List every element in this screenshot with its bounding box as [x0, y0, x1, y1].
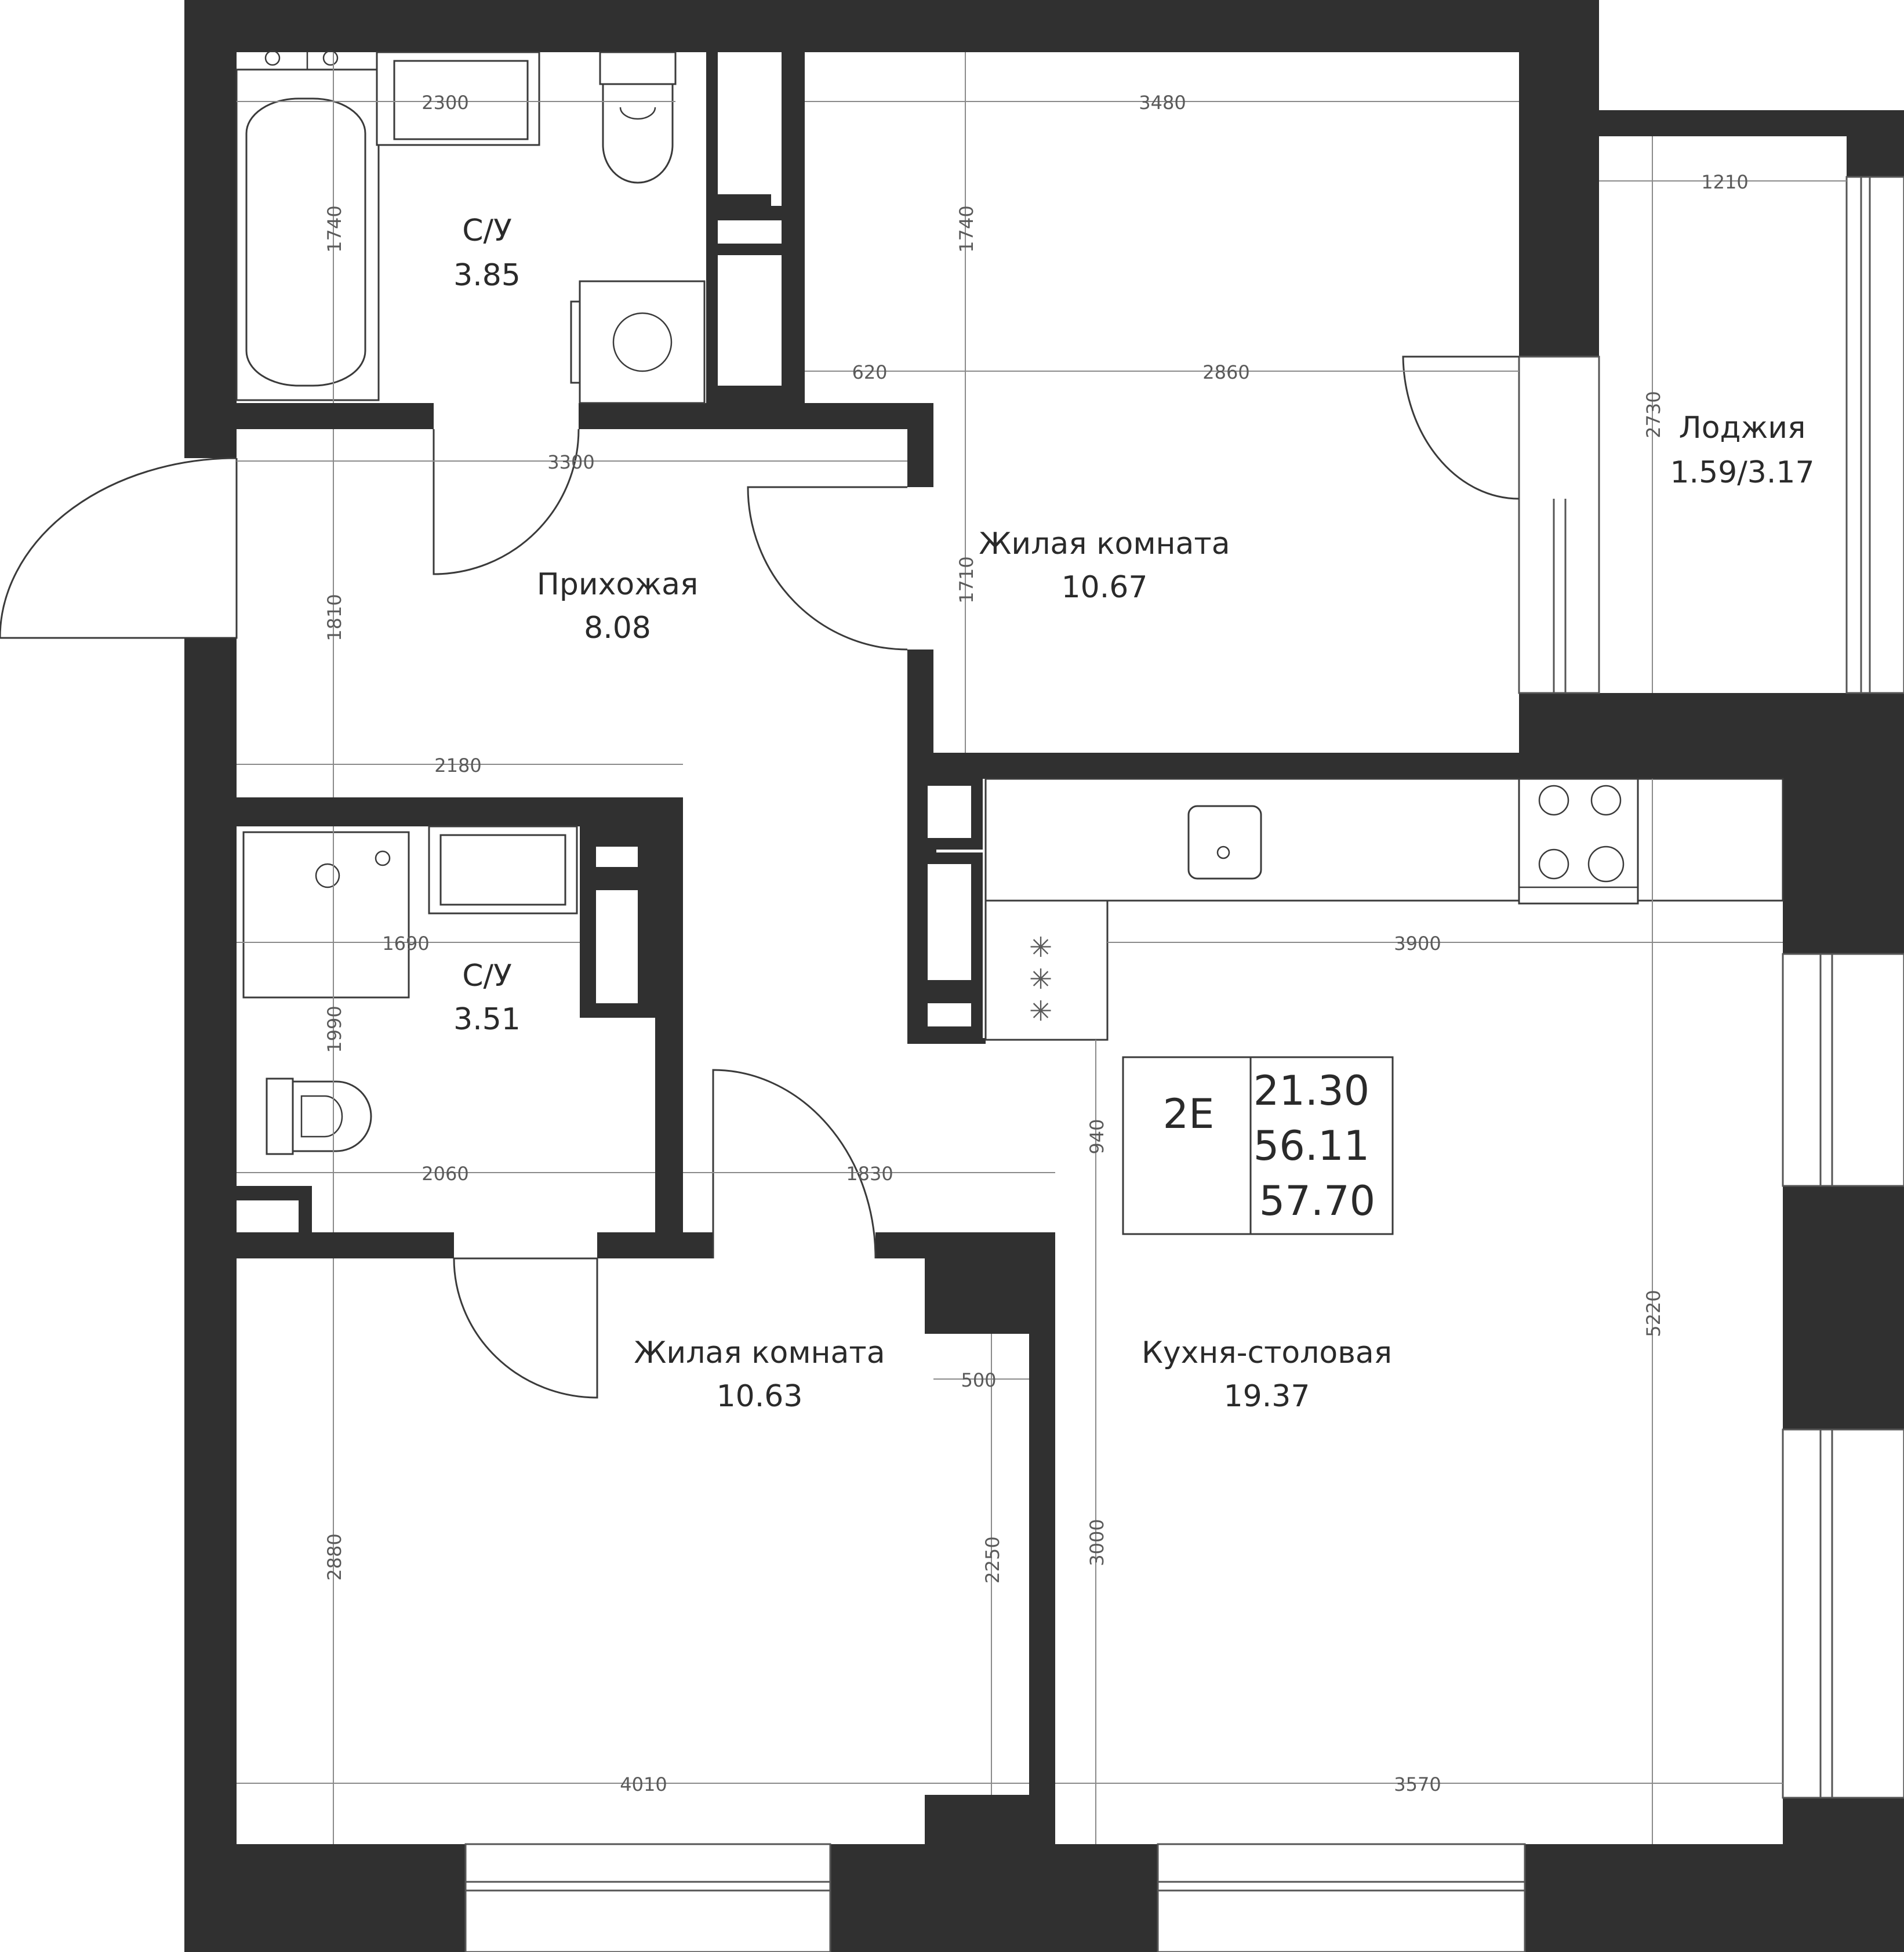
kitchen-name: Кухня-столовая	[1142, 1336, 1392, 1370]
living-bottom-name: Жилая комната	[634, 1336, 885, 1370]
shower-tray	[242, 831, 410, 999]
window-kitchen-right-2	[1782, 1428, 1904, 1799]
toilet-bottom	[266, 1077, 294, 1155]
dim-1990: 1990	[324, 1006, 346, 1053]
kitchen-counter	[984, 778, 1784, 902]
shafts	[584, 52, 983, 1038]
bath-bottom-name: С/У	[462, 959, 512, 993]
entrance-door	[0, 457, 238, 639]
dim-1740-bath: 1740	[324, 205, 346, 252]
bath-top-door	[433, 429, 580, 575]
dim-2730: 2730	[1643, 391, 1665, 438]
bedroom-top-door	[747, 486, 908, 651]
living-area-total: 21.30	[1253, 1067, 1369, 1115]
hall-area: 8.08	[584, 611, 651, 645]
dim-1810: 1810	[324, 594, 346, 641]
dim-1740-bedroom: 1740	[955, 205, 978, 252]
dimension-labels: 2300 1740 3480 1740 1210 620 2860 2730 3…	[324, 92, 1749, 1795]
dim-940: 940	[1086, 1119, 1108, 1154]
dim-2250: 2250	[982, 1536, 1004, 1583]
bath-top-area: 3.85	[453, 258, 521, 293]
window-kitchen-right-1	[1782, 953, 1904, 1187]
dimension-lines	[237, 52, 1847, 1844]
bath-bottom-area: 3.51	[453, 1002, 521, 1037]
hall-name: Прихожая	[537, 567, 698, 602]
balcony-door-swing	[1402, 355, 1520, 500]
bedroom-bottom-door	[712, 1069, 877, 1259]
living-top-area: 10.67	[1062, 570, 1148, 605]
dim-3000: 3000	[1086, 1519, 1108, 1566]
balcony-door	[1518, 355, 1600, 694]
dim-2060: 2060	[422, 1163, 468, 1185]
room-labels: С/У 3.85 Прихожая 8.08 Жилая комната 10.…	[453, 213, 1814, 1414]
loggia-name: Лоджия	[1679, 411, 1806, 445]
svg-text:✳: ✳	[1029, 931, 1052, 964]
dim-3570: 3570	[1394, 1773, 1441, 1795]
kitchen-area: 19.37	[1224, 1379, 1310, 1414]
window-bedroom-bottom	[464, 1843, 831, 1952]
dim-5220: 5220	[1643, 1290, 1665, 1337]
dim-1710: 1710	[955, 556, 978, 603]
dim-1830: 1830	[846, 1163, 893, 1185]
dim-4010: 4010	[620, 1773, 667, 1795]
toilet-top	[599, 51, 677, 85]
windows	[464, 176, 1904, 1952]
dim-1210: 1210	[1701, 171, 1748, 193]
doors	[0, 355, 1520, 1399]
total-area: 56.11	[1253, 1122, 1369, 1170]
kitchen-sink	[1187, 805, 1262, 880]
dim-620: 620	[852, 361, 887, 383]
dim-500: 500	[961, 1369, 996, 1391]
dim-3480: 3480	[1139, 92, 1186, 114]
dim-2300: 2300	[422, 92, 468, 114]
washing-machine	[579, 280, 706, 404]
window-kitchen-bottom	[1157, 1843, 1526, 1952]
total-area-with-loggia: 57.70	[1259, 1177, 1375, 1225]
window-loggia	[1845, 176, 1904, 694]
svg-text:✳: ✳	[1029, 995, 1052, 1028]
dim-2880: 2880	[324, 1533, 346, 1580]
apartment-type: 2Е	[1163, 1090, 1215, 1138]
dim-3900: 3900	[1394, 933, 1441, 955]
living-bottom-area: 10.63	[717, 1379, 803, 1414]
fixtures: ✳ ✳ ✳	[235, 50, 1784, 1155]
apartment-info-box: 2Е 21.30 56.11 57.70	[1122, 1056, 1394, 1235]
living-top-name: Жилая комната	[979, 527, 1230, 561]
svg-text:✳: ✳	[1029, 963, 1052, 996]
dim-2180: 2180	[434, 754, 481, 777]
bath-bottom-door	[453, 1257, 598, 1399]
dim-1690: 1690	[382, 933, 429, 955]
loggia-area: 1.59/3.17	[1670, 455, 1814, 490]
dim-2860: 2860	[1202, 361, 1249, 383]
dim-3300: 3300	[547, 451, 594, 473]
bath-top-name: С/У	[462, 213, 512, 248]
